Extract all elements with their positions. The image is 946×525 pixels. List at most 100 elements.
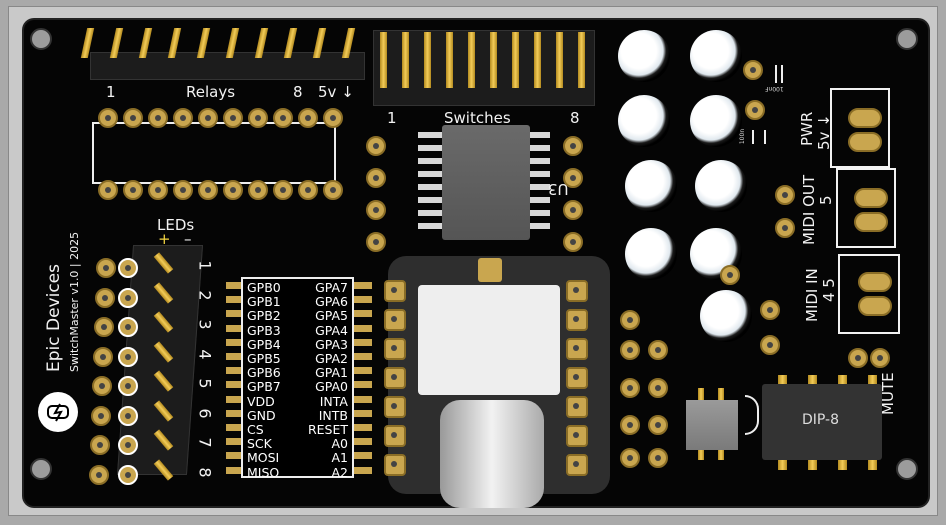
through-hole-pad (366, 136, 386, 156)
expander-pin-label: GPB0 (247, 280, 281, 295)
through-hole-pad (760, 335, 780, 355)
led-pad (118, 464, 138, 485)
smd-pad (226, 409, 246, 417)
ic-pad (148, 108, 168, 128)
led-number: 8 (195, 466, 215, 478)
header-pin (490, 32, 497, 62)
smd-pad (350, 395, 372, 403)
mcu-pad (384, 396, 406, 418)
smd-pad (350, 367, 372, 375)
ic-pin (808, 375, 817, 387)
header-pin (424, 62, 431, 88)
midi-out-label: MIDI OUT (800, 174, 818, 245)
header-pin (402, 32, 409, 62)
mcu-pad (384, 425, 406, 447)
expander-pin-label: A0 (331, 436, 348, 452)
smd-pad (226, 338, 246, 346)
mcu-pad (566, 396, 588, 418)
smd-pad (350, 466, 372, 474)
relays-label: Relays (186, 83, 236, 101)
through-hole-pad (563, 232, 583, 252)
ic-pin (698, 388, 704, 402)
switches-last-label: 8 (570, 109, 580, 127)
electrolytic-capacitor (625, 160, 677, 212)
smd-pad (350, 424, 372, 431)
mount-hole (30, 458, 52, 480)
ic-pad (273, 108, 293, 128)
ic-pad (173, 108, 193, 128)
expander-pin-label: GPA5 (315, 308, 348, 324)
smd-component (686, 400, 738, 450)
led-number: 5 (195, 378, 215, 389)
ic-pad (123, 108, 143, 128)
expander-pin-label: GPB2 (247, 308, 281, 324)
led-pad (118, 346, 138, 367)
mute-label: MUTE (879, 372, 897, 415)
ic-pad (148, 180, 168, 200)
ic-pin (838, 458, 847, 470)
expander-pin-label: A1 (331, 450, 348, 466)
through-hole-pad (563, 136, 583, 156)
pwr-connector[interactable] (830, 88, 890, 168)
electrolytic-capacitor (618, 95, 670, 147)
expander-pin-label: GPA3 (315, 336, 348, 352)
through-hole-pad (848, 348, 868, 368)
midi-out-connector[interactable] (836, 168, 896, 248)
ic-pad (98, 108, 118, 128)
expander-pin-label: GND (247, 407, 276, 423)
brand-name: Epic Devices (44, 263, 64, 372)
header-pin (534, 62, 541, 88)
through-hole-pad (620, 378, 640, 398)
vacuum-tube-lightning-icon (38, 392, 78, 432)
midi-in-connector[interactable] (838, 254, 900, 334)
mcu-pad (566, 280, 588, 302)
led-pad (91, 405, 111, 426)
ic-pad (198, 180, 218, 200)
leds-plus-label: + (158, 230, 171, 248)
ic-pad (223, 108, 243, 128)
led-pad (118, 317, 138, 337)
switches-label: Switches (444, 109, 511, 127)
header-pin (578, 62, 585, 88)
header-pin (534, 32, 541, 62)
led-number: 7 (195, 437, 215, 448)
expander-pin-label: GPB7 (247, 379, 281, 395)
mcu-pad (566, 425, 588, 447)
relays-first-label: 1 (106, 83, 116, 101)
smd-pad (226, 466, 246, 474)
smd-pad (350, 438, 372, 446)
header-pin (380, 62, 387, 88)
expander-pin-label: GPB4 (247, 336, 281, 352)
smd-pad (226, 296, 246, 304)
led-pad (93, 346, 113, 367)
smd-pad (350, 409, 372, 417)
midi-out-pin-label: 5 (817, 195, 835, 205)
leds-label: LEDs (157, 216, 195, 234)
ic-pad (273, 180, 293, 200)
led-pad (118, 258, 138, 278)
expander-pin-label: INTA (319, 393, 348, 409)
mount-hole (896, 458, 918, 480)
smd-pad (350, 381, 372, 389)
smd-pad (350, 296, 372, 304)
switches-first-label: 1 (387, 109, 397, 127)
smd-pad (350, 282, 372, 289)
through-hole-pad (720, 265, 740, 285)
small-cap-value: 100n (739, 128, 747, 145)
midi-in-pad (858, 296, 892, 316)
expander-pin-label: A2 (331, 464, 348, 480)
u3-chip (442, 125, 530, 240)
through-hole-pad (745, 100, 765, 120)
mcu-pad (566, 454, 588, 476)
ic-pad (98, 180, 118, 200)
mcu-pad (384, 309, 406, 331)
through-hole-pad (648, 378, 668, 398)
ic-pin (868, 375, 877, 387)
expander-pin-label: GPA6 (315, 294, 348, 310)
through-hole-pad (620, 310, 640, 330)
dip8-chip: DIP-8 (762, 384, 882, 460)
expander-pin-label: MISO (247, 464, 280, 480)
small-capacitor (775, 65, 783, 83)
mcu-shield (418, 285, 560, 395)
electrolytic-capacitor (625, 228, 677, 280)
